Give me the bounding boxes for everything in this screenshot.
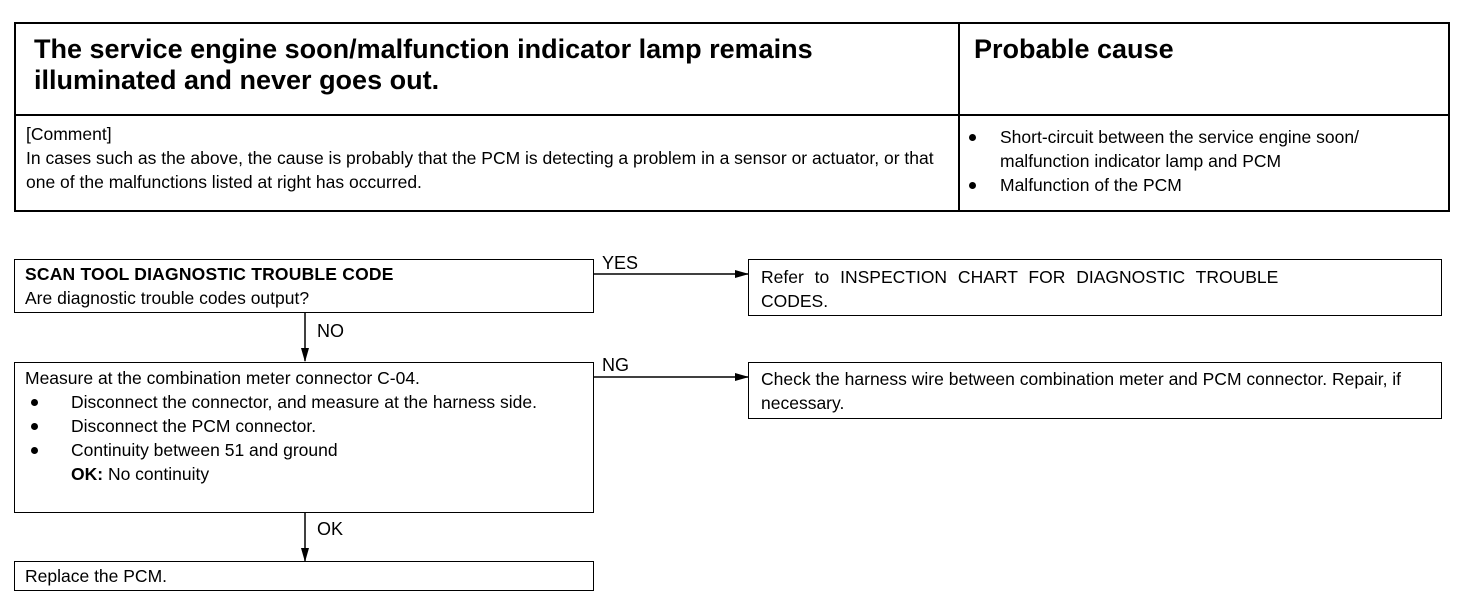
replace-pcm-text: Replace the PCM. [25, 566, 168, 586]
symptom-heading: The service engine soon/malfunction indi… [34, 34, 813, 95]
table-row-divider [16, 114, 1448, 116]
replace-pcm-box: Replace the PCM. [14, 561, 594, 591]
table-column-divider [958, 24, 960, 210]
step-measure-list: Disconnect the connector, and measure at… [25, 390, 583, 462]
measure-bullet: Disconnect the PCM connector. [25, 414, 583, 438]
step-scan-tool-title: SCAN TOOL DIAGNOSTIC TROUBLE CODE [25, 264, 394, 284]
ng-result-box: Check the harness wire between combinati… [748, 362, 1442, 419]
ok-criterion-label: OK: [71, 464, 104, 484]
ng-result-text: Check the harness wire between combinati… [761, 369, 1402, 413]
yes-label: YES [602, 253, 639, 273]
ok-criterion-value: No continuity [107, 464, 210, 484]
step-scan-tool-question: Are diagnostic trouble codes output? [25, 288, 310, 308]
yes-result-box: Refer to INSPECTION CHART FOR DIAGNOSTIC… [748, 259, 1442, 316]
step-measure-intro: Measure at the combination meter connect… [25, 368, 420, 388]
ok-criterion: OK: No continuity [25, 462, 583, 486]
step-measure-box: Measure at the combination meter connect… [14, 362, 594, 513]
probable-cause-heading: Probable cause [974, 34, 1174, 64]
comment-block: [Comment] In cases such as the above, th… [26, 122, 951, 194]
yes-result-text: Refer to INSPECTION CHART FOR DIAGNOSTIC… [761, 267, 1279, 311]
measure-bullet: Continuity between 51 and ground [25, 438, 583, 462]
ng-label: NG [602, 355, 629, 375]
ok-label: OK [317, 519, 344, 539]
cause-item: Malfunction of the PCM [966, 173, 1446, 197]
comment-text: In cases such as the above, the cause is… [26, 148, 934, 192]
probable-cause-list: Short-circuit between the service engine… [966, 125, 1446, 197]
comment-label: [Comment] [26, 124, 112, 144]
symptom-table: The service engine soon/malfunction indi… [14, 22, 1450, 212]
cause-item: Short-circuit between the service engine… [966, 125, 1446, 173]
no-label: NO [317, 321, 344, 341]
measure-bullet: Disconnect the connector, and measure at… [25, 390, 583, 414]
step-scan-tool-box: SCAN TOOL DIAGNOSTIC TROUBLE CODE Are di… [14, 259, 594, 313]
